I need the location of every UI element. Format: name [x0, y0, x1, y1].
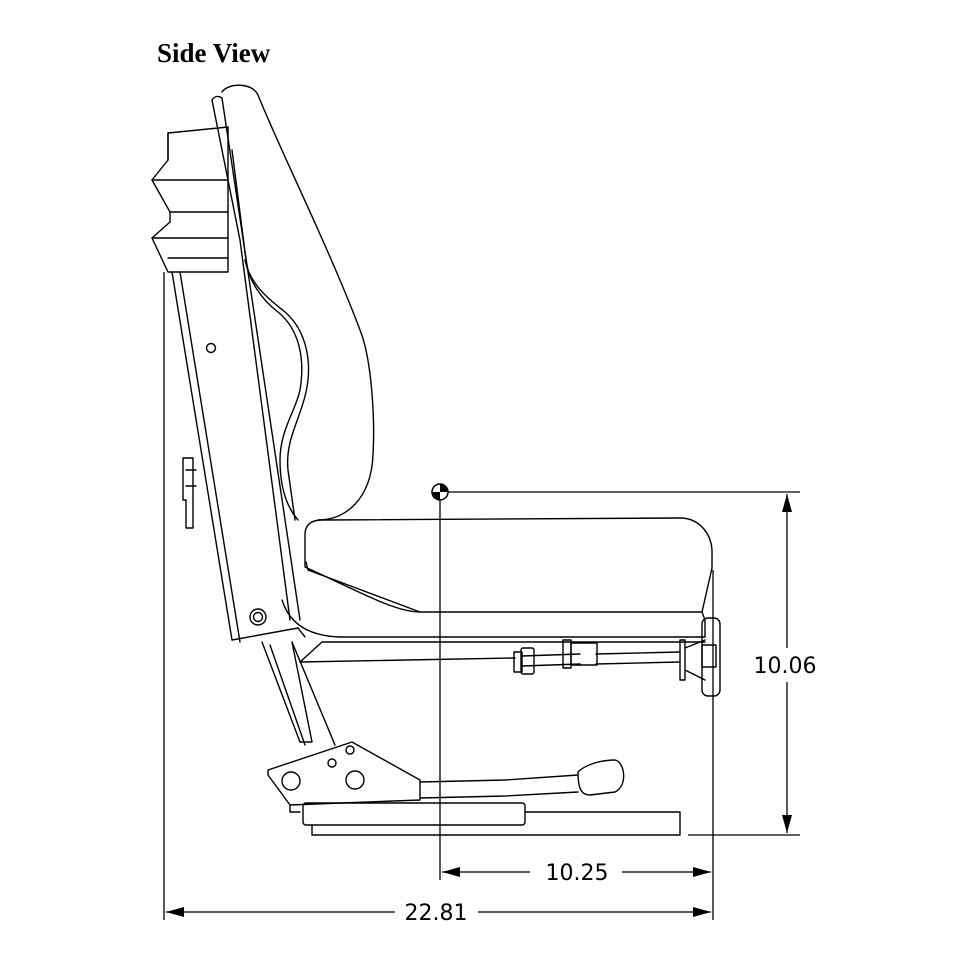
- lower-mechanism: [261, 641, 681, 836]
- diagram-title: Side View: [157, 38, 271, 68]
- h-point-marker: [431, 483, 449, 501]
- frame-hole: [205, 342, 217, 354]
- seat-adjust-rod: [299, 617, 721, 697]
- pivot-bolt: [249, 608, 267, 626]
- fore-aft-lever: [577, 759, 625, 796]
- backrest-frame: [171, 95, 301, 643]
- headrest-bellows: [151, 126, 229, 273]
- dim-label-height: 10.06: [754, 654, 817, 679]
- seat-cushion: [281, 517, 713, 638]
- dim-label-overall: 22.81: [405, 901, 468, 926]
- dim-label-front: 10.25: [546, 861, 609, 886]
- backrest-cushion: [221, 84, 375, 521]
- recline-knob: [182, 457, 197, 529]
- dimension-lines: 10.06 10.25 22.81: [163, 272, 817, 926]
